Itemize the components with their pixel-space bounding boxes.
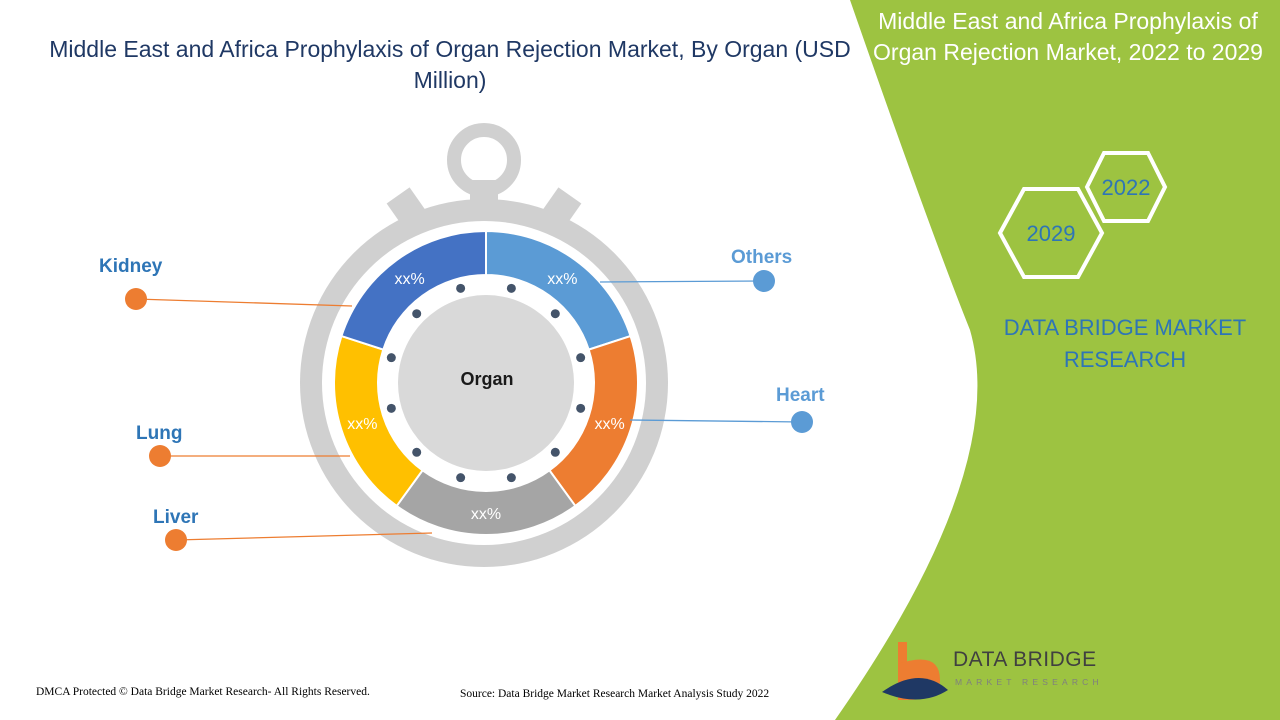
dot-liver: [165, 529, 187, 551]
slice-label-liver: xx%: [471, 506, 501, 523]
dial-dot: [550, 447, 560, 457]
chart-title: Middle East and Africa Prophylaxis of Or…: [49, 36, 851, 93]
slice-label-others: xx%: [547, 271, 577, 288]
dial-dot: [456, 283, 466, 293]
panel-title: Middle East and Africa Prophylaxis of Or…: [873, 8, 1263, 65]
center-label: Organ: [460, 369, 514, 389]
logo-tagline: MARKET RESEARCH: [955, 677, 1103, 687]
slice-kidney: [340, 229, 487, 351]
inner-circle: [398, 295, 574, 471]
dot-lung: [149, 445, 171, 467]
footer-dmca: DMCA Protected © Data Bridge Market Rese…: [36, 686, 370, 698]
donut-chart: [333, 229, 639, 536]
slice-labels: xx% xx% xx% xx% xx%: [347, 271, 625, 523]
hex-year-2022: 2022: [1102, 175, 1151, 200]
legend-label-liver: Liver: [153, 507, 199, 528]
slice-label-heart: xx%: [595, 416, 625, 433]
hex-year-2029: 2029: [1027, 221, 1076, 246]
data-bridge-logo-icon: [882, 642, 948, 700]
connectors: [125, 270, 813, 551]
dial-dot: [456, 473, 466, 483]
slice-label-lung: xx%: [347, 416, 377, 433]
hexagon-2022: [1084, 151, 1168, 223]
dial-dot: [550, 309, 560, 319]
dot-others: [753, 270, 775, 292]
legend-label-lung: Lung: [136, 423, 183, 444]
connector-others: [599, 280, 765, 283]
hexagon-2029: [997, 187, 1105, 279]
dial-dot: [386, 353, 396, 363]
slice-label-kidney: xx%: [394, 271, 424, 288]
connector-heart: [629, 419, 803, 423]
brand-text: DATA BRIDGE MARKET RESEARCH: [1003, 315, 1247, 372]
dot-kidney: [125, 288, 147, 310]
dial-dots: [386, 283, 586, 483]
connector-liver: [175, 532, 433, 541]
green-side-panel: [835, 0, 1280, 720]
legend-label-heart: Heart: [776, 385, 825, 406]
connector-kidney: [135, 298, 353, 307]
dial-dot: [412, 447, 422, 457]
footer-source: Source: Data Bridge Market Research Mark…: [460, 688, 770, 700]
dial-dot: [412, 309, 422, 319]
dial-dot: [506, 283, 516, 293]
dial-dot: [506, 473, 516, 483]
legend-label-others: Others: [731, 247, 793, 268]
dial-dot: [576, 403, 586, 413]
dial-dot: [576, 353, 586, 363]
logo-name: DATA BRIDGE: [953, 648, 1097, 671]
legend-label-kidney: Kidney: [99, 256, 163, 277]
dial-dot: [386, 403, 396, 413]
dot-heart: [791, 411, 813, 433]
